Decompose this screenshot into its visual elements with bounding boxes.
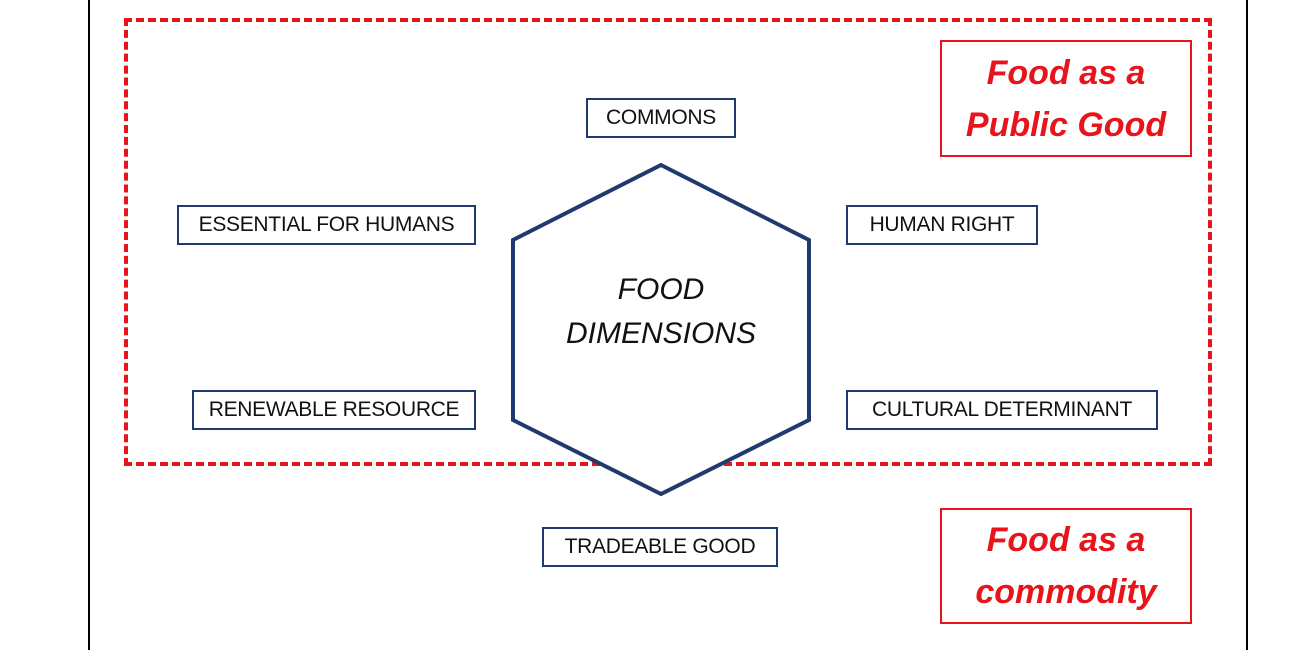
category-public-good-line2: Public Good	[965, 105, 1167, 144]
category-commodity-line1: Food as a	[986, 521, 1146, 559]
center-label-line2: DIMENSIONS	[565, 317, 757, 350]
dimension-human-right: HUMAN RIGHT	[846, 205, 1038, 245]
dimension-renewable-resource: RENEWABLE RESOURCE	[192, 390, 476, 430]
category-commodity: Food as a commodity	[940, 508, 1192, 624]
dimension-tradeable-good: TRADEABLE GOOD	[542, 527, 778, 567]
center-label: FOOD DIMENSIONS	[540, 268, 782, 356]
dimension-cultural-determinant: CULTURAL DETERMINANT	[846, 390, 1158, 430]
dimension-essential-for-humans: ESSENTIAL FOR HUMANS	[177, 205, 476, 245]
category-commodity-line2: commodity	[975, 573, 1157, 611]
dimension-commons: COMMONS	[586, 98, 736, 138]
category-public-good: Food as a Public Good	[940, 40, 1192, 157]
center-label-line1: FOOD	[617, 273, 705, 306]
outer-frame	[88, 0, 1248, 650]
category-public-good-line1: Food as a	[986, 53, 1146, 92]
